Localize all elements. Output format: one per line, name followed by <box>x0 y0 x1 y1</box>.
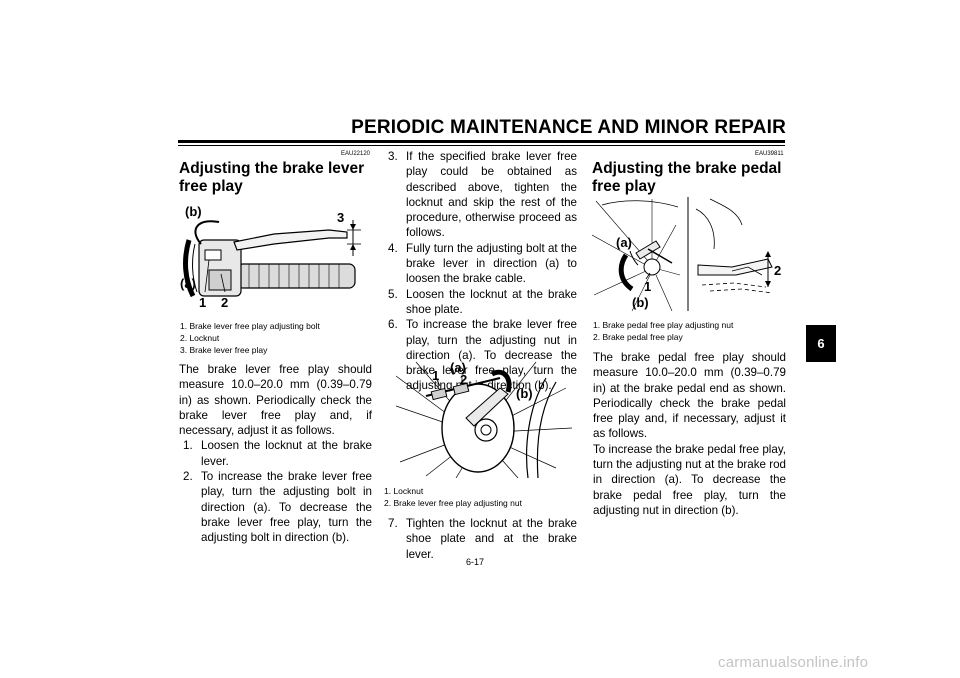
figure-label-a: (a) <box>450 360 466 375</box>
step-1: 1. Loosen the locknut at the brake lever… <box>179 438 372 469</box>
step-text: Fully turn the adjusting bolt at the bra… <box>406 241 577 286</box>
caption-item: 3. Brake lever free play <box>180 345 268 355</box>
figure-label-b: (b) <box>632 295 649 310</box>
figure-caption: 1. Brake lever free play adjusting bolt … <box>180 320 320 356</box>
figure-label-b: (b) <box>185 204 202 219</box>
page-number: 6-17 <box>466 557 485 567</box>
brake-lever-figure: (b) (a) 1 2 3 <box>179 200 371 315</box>
figure-label-2: 2 <box>774 263 781 278</box>
brake-pedal-figure: (a) 1 (b) 2 <box>592 195 786 313</box>
figure-label-1: 1 <box>432 368 439 383</box>
paragraph: To increase the brake pedal free play, t… <box>593 442 786 517</box>
right-body: The brake pedal free play should measure… <box>593 350 786 518</box>
left-body: The brake lever free play should measure… <box>179 362 372 546</box>
chapter-tab: 6 <box>806 325 836 362</box>
caption-item: 1. Brake pedal free play adjusting nut <box>593 320 734 330</box>
figure-caption: 1. Locknut 2. Brake lever free play adju… <box>384 485 522 509</box>
figure-label-2: 2 <box>460 372 467 387</box>
figure-label-3: 3 <box>337 210 344 225</box>
step-number: 5. <box>388 287 398 301</box>
step-text: Loosen the locknut at the brake shoe pla… <box>406 287 577 316</box>
figure-label-a: (a) <box>180 276 196 291</box>
caption-item: 2. Brake lever free play adjusting nut <box>384 498 522 508</box>
header-rule <box>178 140 785 143</box>
figure-label-b: (b) <box>516 386 533 401</box>
step-7: 7. Tighten the locknut at the brake shoe… <box>384 516 577 562</box>
middle-body-bottom: 7. Tighten the locknut at the brake shoe… <box>384 516 577 562</box>
step-text: Tighten the locknut at the brake shoe pl… <box>406 517 577 561</box>
step-number: 1. <box>183 439 193 453</box>
step-number: 4. <box>388 241 398 255</box>
figure-label-a: (a) <box>616 235 632 250</box>
section-heading: Adjusting the brake pedal free play <box>592 160 782 195</box>
page-title: PERIODIC MAINTENANCE AND MINOR REPAIR <box>351 117 786 138</box>
header-rule-thin <box>178 145 785 146</box>
caption-item: 1. Locknut <box>384 486 424 496</box>
caption-item: 2. Locknut <box>180 333 220 343</box>
section-heading: Adjusting the brake lever free play <box>179 160 365 195</box>
step-5: 5. Loosen the locknut at the brake shoe … <box>384 287 577 318</box>
step-3: 3. If the specified brake lever free pla… <box>384 149 577 241</box>
step-2: 2. To increase the brake lever free play… <box>179 469 372 545</box>
figure-caption: 1. Brake pedal free play adjusting nut 2… <box>593 319 733 343</box>
intro-paragraph: The brake lever free play should measure… <box>179 363 372 438</box>
step-text: If the specified brake lever free play c… <box>406 150 577 240</box>
section-code: EAU22120 <box>341 151 371 157</box>
step-number: 6. <box>388 318 398 332</box>
caption-item: 1. Brake lever free play adjusting bolt <box>180 321 320 331</box>
step-number: 7. <box>388 517 398 530</box>
figure-label-1: 1 <box>644 279 651 294</box>
step-number: 3. <box>388 150 398 163</box>
step-text: Loosen the locknut at the brake lever. <box>201 439 372 468</box>
caption-item: 2. Brake pedal free play <box>593 332 683 342</box>
figure-label-2: 2 <box>221 295 228 310</box>
section-code: EAU39811 <box>755 151 784 157</box>
figure-label-1: 1 <box>199 295 206 310</box>
brake-shoe-plate-figure: 1 (a) 2 (b) <box>396 358 576 478</box>
middle-body-top: 3. If the specified brake lever free pla… <box>384 149 577 394</box>
step-number: 2. <box>183 470 193 484</box>
watermark: carmanualsonline.info <box>718 654 869 671</box>
step-text: To increase the brake lever free play, t… <box>201 470 372 545</box>
step-4: 4. Fully turn the adjusting bolt at the … <box>384 241 577 287</box>
paragraph: The brake pedal free play should measure… <box>593 351 786 441</box>
